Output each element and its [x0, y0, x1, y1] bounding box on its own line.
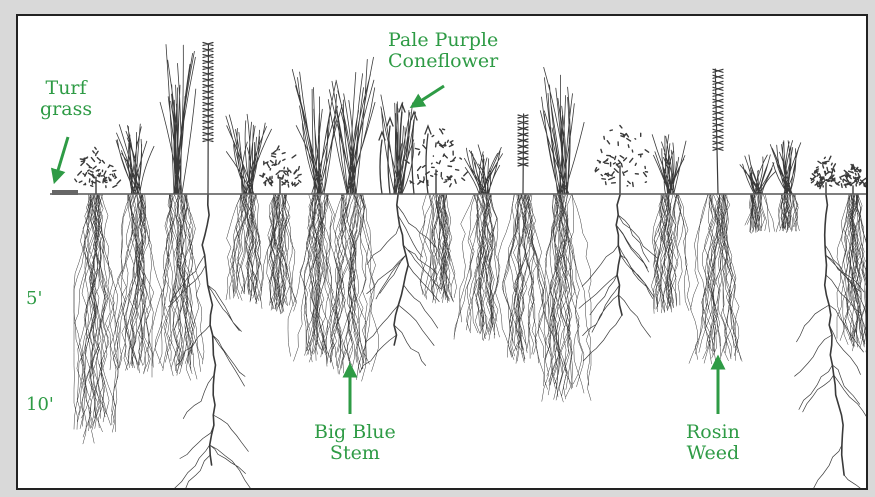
prairie-root-illustration	[18, 16, 866, 488]
lateral-root	[360, 205, 441, 373]
fibrous-root	[496, 195, 552, 363]
shrub-foliage	[260, 146, 301, 194]
fibrous-root	[419, 195, 457, 303]
lateral-root	[795, 245, 866, 488]
grass-blade	[770, 141, 801, 195]
grass-blade	[464, 145, 502, 194]
shrub-foliage	[405, 129, 467, 194]
depth-label-10ft: 10'	[26, 394, 54, 415]
fibrous-root	[454, 195, 500, 341]
flower-spike	[713, 69, 723, 194]
shrub-foliage	[835, 165, 866, 195]
tap-root	[616, 195, 622, 315]
label-big-blue-stem: Big Blue Stem	[314, 422, 396, 464]
fibrous-root	[261, 195, 297, 314]
shrub-foliage	[811, 156, 840, 194]
shrub-foliage	[75, 147, 121, 194]
flower-spike	[518, 114, 528, 194]
depth-label-5ft: 5'	[26, 288, 42, 309]
fibrous-root	[651, 195, 691, 314]
turf-grass-patch	[52, 190, 78, 195]
arrow-down-left-icon	[56, 137, 68, 177]
fibrous-root	[535, 195, 591, 402]
fibrous-root	[152, 195, 204, 380]
label-turf-grass: Turf grass	[40, 78, 92, 120]
fibrous-root	[321, 195, 378, 381]
label-pale-purple-coneflower: Pale Purple Coneflower	[388, 30, 498, 72]
fibrous-root	[837, 195, 866, 352]
grass-blade	[116, 124, 154, 194]
grass-blade	[652, 135, 686, 194]
plant-roots	[74, 195, 866, 488]
label-rosin-weed: Rosin Weed	[686, 422, 740, 464]
tap-root	[202, 195, 215, 465]
fibrous-root	[776, 195, 799, 233]
flower-spike	[203, 43, 213, 195]
grass-blade	[160, 45, 196, 195]
arrow-down-left-icon	[416, 86, 444, 104]
grass-blade	[381, 95, 416, 194]
fibrous-root	[689, 195, 742, 364]
fibrous-root	[74, 195, 118, 444]
diagram-frame: Turf grass Pale Purple Coneflower Big Bl…	[16, 14, 868, 490]
fibrous-root	[226, 195, 263, 304]
grass-blade	[540, 67, 584, 194]
grass-blade	[740, 155, 776, 194]
fibrous-root	[745, 195, 775, 233]
shrub-foliage	[595, 126, 648, 195]
